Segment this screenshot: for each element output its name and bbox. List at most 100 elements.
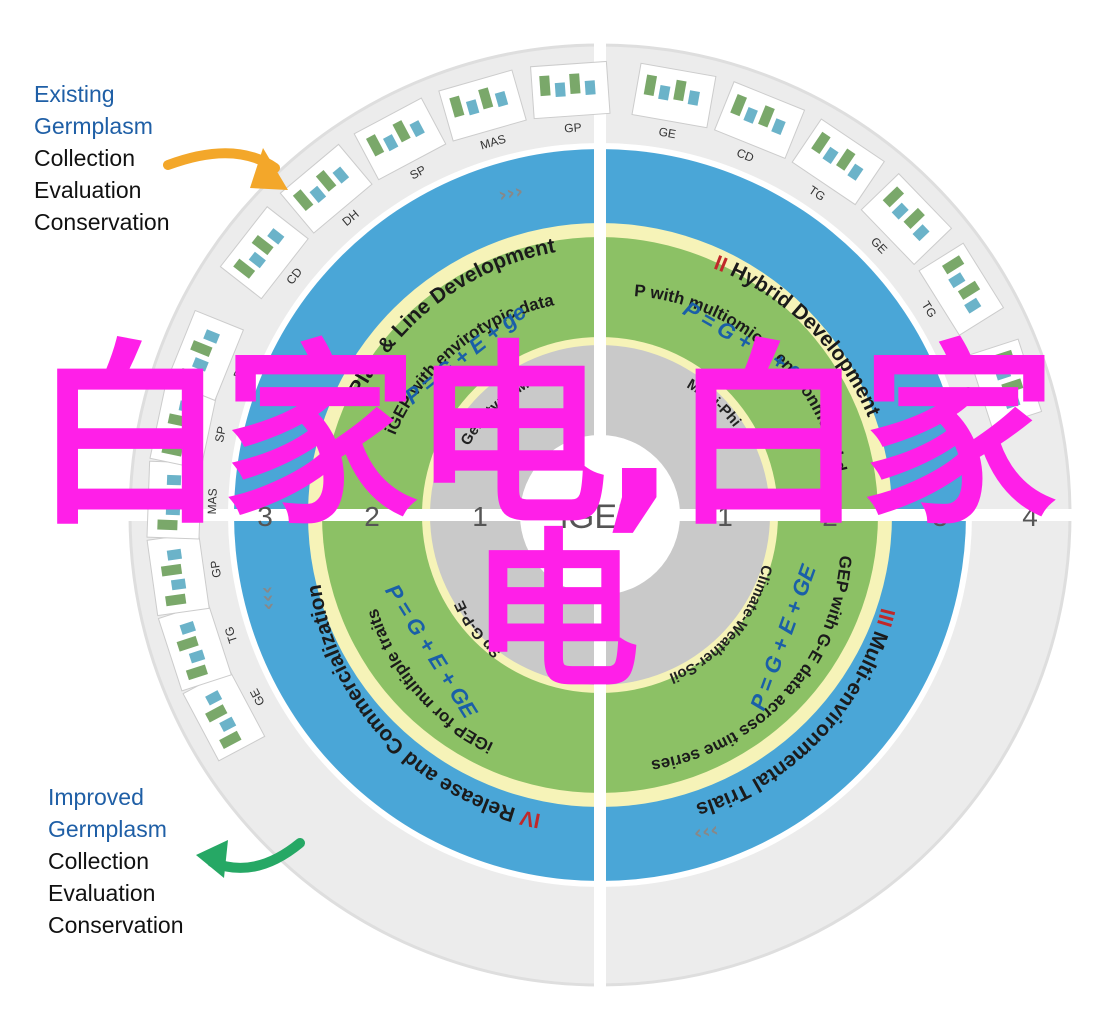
thumbnail-card: SP [149,383,229,470]
thumbnail-card: GP [530,60,611,136]
thumbnail-label: CD [960,385,979,406]
thumbnail-graphic [315,170,337,192]
tl-line2: Germplasm [34,113,153,139]
thumbnail-graphic [822,146,839,165]
thumbnail-label: CD [735,146,757,166]
thumbnail-graphic [165,593,187,607]
thumbnail-graphic [161,442,184,457]
thumbnail-graphic [891,202,909,220]
thumbnail-card: TG [157,601,240,692]
thumbnail-graphic [178,400,195,414]
thumbnail-graphic [166,548,183,561]
thumbnail-graphic [903,207,925,230]
thumbnail-label: GP [564,120,582,135]
thumbnail-card: GP [146,532,224,617]
thumbnail-graphic [160,563,183,577]
axis-left-2: 2 [364,501,380,532]
thumbnail-graphic [219,716,237,733]
thumbnail-label: MAS [479,132,508,153]
thumbnail-graphic [332,166,350,184]
thumbnail-graphic [994,366,1012,381]
thumbnail-graphic [190,340,213,357]
axis-left-3: 3 [257,501,273,532]
axis-right-1: 1 [717,501,733,532]
thumbnail-graphic [882,186,905,208]
bl-line4: Evaluation [48,880,156,906]
thumbnail-graphic [165,504,181,516]
thumbnail-label: SP [212,425,229,444]
thumbnail-graphic [1004,395,1021,409]
thumbnail-card: DH [279,143,373,234]
bl-line5: Conservation [48,912,184,938]
thumbnail-graphic [292,189,314,212]
thumbnail-graphic [494,90,509,108]
thumbnail-graphic [248,251,266,269]
tl-line5: Conservation [34,209,170,235]
thumbnail-graphic [157,519,178,531]
bl-line1: Improved [48,784,144,810]
thumbnail-card: CD [960,338,1043,429]
thumbnail-card: GE [860,172,953,266]
tl-line3: Collection [34,145,135,171]
thumbnail-graphic [176,635,199,652]
thumbnail-card: MAS [438,69,527,153]
thumbnail-graphic [185,664,208,681]
thumbnail-graphic [449,95,465,118]
axis-right-2: 2 [822,501,838,532]
thumbnail-graphic [219,730,242,750]
thumbnail-graphic [1001,378,1024,395]
thumbnail-card: TG [918,242,1005,336]
watermark-line1: 白家电,白家 [32,324,1056,552]
axis-right-3: 3 [932,501,948,532]
thumbnail-card: DH [166,309,250,402]
thumbnail-label: GE [658,125,678,142]
existing-germplasm-text: Existing Germplasm Collection Evaluation… [34,78,170,238]
thumbnail-graphic [365,134,385,157]
thumbnail-card: CD [219,206,309,300]
center-label: iGEP [560,498,639,536]
thumbnail-graphic [687,90,700,106]
thumbnail-graphic [730,93,747,117]
thumbnail-graphic [658,85,671,101]
thumbnail-graphic [267,228,285,245]
thumbnail-graphic [836,148,856,171]
thumbnail-graphic [158,489,179,501]
thumbnail-frame [530,60,611,120]
thumbnail-graphic [771,118,786,135]
center-inner [530,445,670,585]
thumbnail-graphic [912,224,930,242]
thumbnail-graphic [478,87,494,110]
thumbnail-graphic [233,258,256,279]
tl-line1: Existing [34,81,115,107]
bl-line3: Collection [48,848,149,874]
thumbnail-graphic [992,349,1015,366]
tl-line4: Evaluation [34,177,142,203]
thumbnail-frame [860,172,953,266]
thumbnail-graphic [203,329,220,344]
q1-chevrons-icon: ››› [496,178,525,207]
thumbnail-graphic [205,690,223,706]
thumbnail-graphic [167,413,190,428]
thumbnail-label: TG [222,625,240,645]
thumbnail-graphic [172,429,189,443]
thumbnail-graphic [409,120,425,138]
thumbnail-label: MAS [205,488,220,514]
thumbnail-graphic [392,120,411,143]
thumbnail-graphic [957,280,981,300]
thumbnail-graphic [743,107,758,124]
q3-chevrons-icon: ‹‹‹ [692,817,721,845]
thumbnail-label: DH [231,359,250,380]
thumbnail-frame [353,97,447,181]
thumbnail-graphic [465,99,480,116]
thumbnail-graphic [166,474,182,486]
bl-line2: Germplasm [48,816,167,842]
thumbnail-graphic [188,649,206,664]
thumbnail-frame [438,69,527,142]
axis-left-1: 1 [472,501,488,532]
thumbnail-label: GP [208,559,224,578]
thumbnail-graphic [251,234,274,256]
thumbnail-label: SP [407,163,428,183]
watermark-line2: 电 [470,514,641,712]
orange-arrowhead-icon [250,148,288,190]
